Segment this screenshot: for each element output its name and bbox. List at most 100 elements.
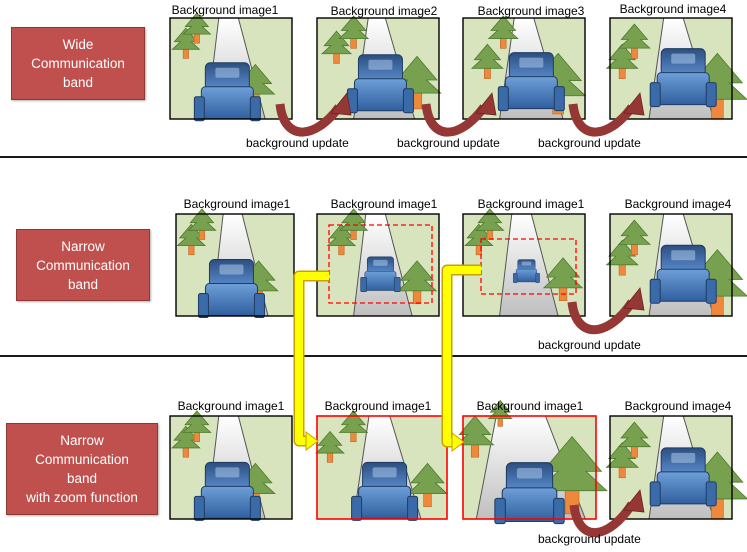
update-arrow-shaft: [567, 299, 636, 335]
frames-layer: [169, 12, 747, 525]
tree-trunk: [412, 289, 422, 305]
robot-visor: [671, 452, 696, 463]
tree-icon: [617, 219, 652, 256]
zoom-arrow-head: [305, 431, 319, 451]
zoom-arrow-shaft: [295, 272, 329, 445]
robot-visor: [215, 467, 240, 478]
robot-visor: [373, 259, 388, 266]
tree-trunk: [338, 244, 345, 256]
update-label: background update: [538, 532, 641, 546]
robot-wheel: [649, 481, 661, 507]
robot-wheel: [705, 82, 717, 108]
tree-trunk: [470, 443, 479, 458]
frame-title: Background image4: [624, 399, 732, 413]
robot-wheel: [553, 497, 565, 525]
background-frame: [605, 17, 747, 120]
robot-visor: [372, 467, 397, 478]
robot-wheel: [351, 495, 363, 521]
frame-title: Background image1: [477, 197, 585, 211]
robot-wheel: [249, 495, 261, 521]
divider-1: [0, 156, 747, 158]
robot-icon: [351, 461, 419, 521]
frame-border: [609, 17, 733, 120]
update-label: background update: [397, 136, 500, 150]
frame-border: [462, 17, 586, 120]
tree-icon: [470, 43, 504, 79]
robot-icon: [197, 259, 265, 319]
tree-crown: [617, 219, 652, 245]
robot-body: [200, 86, 254, 120]
robot-wheel: [402, 88, 414, 114]
tree-crown: [396, 260, 438, 292]
row-label-wide-text: Wide Communication band: [31, 37, 125, 90]
tree-crown: [487, 399, 513, 419]
tree-crown: [182, 12, 212, 35]
tree-crown: [487, 15, 519, 40]
robot-body: [358, 485, 412, 519]
robot-wheel: [494, 497, 506, 525]
robot-wheel: [553, 86, 565, 112]
tree-crown: [187, 208, 217, 231]
robot-icon: [649, 244, 717, 304]
update-arrow-shaft: [568, 103, 636, 137]
divider-2: [0, 355, 747, 357]
update-label: background update: [538, 136, 641, 150]
robot-wheel: [193, 495, 205, 521]
background-frame: [462, 15, 587, 120]
robot-visor: [219, 264, 244, 275]
zoom-region-box: [328, 224, 433, 304]
robot-wheel: [197, 293, 209, 319]
background-frame: [169, 12, 293, 122]
frame-title: Background image2: [330, 4, 438, 18]
tree-crown: [320, 30, 353, 55]
robot-wheel: [535, 272, 540, 283]
robot-visor: [671, 53, 696, 64]
tree-icon: [320, 30, 353, 64]
robot-wheel: [393, 276, 401, 292]
zoom-transfer-arrow: [441, 264, 481, 452]
robot-visor: [671, 250, 696, 261]
tree-trunk: [618, 263, 626, 276]
tree-icon: [315, 430, 345, 463]
tree-icon: [181, 410, 212, 443]
tree-icon: [187, 208, 217, 240]
background-frame: [316, 15, 442, 120]
zoom-arrow-shaft: [443, 266, 481, 446]
tree-crown: [181, 410, 212, 433]
frame-title: Background image4: [619, 2, 727, 16]
tree-crown: [315, 430, 345, 454]
tree-trunk: [497, 417, 503, 427]
robot-body: [204, 283, 258, 317]
tree-trunk: [423, 492, 432, 507]
row-label-narrow-zoom-text: Narrow Communication band with zoom func…: [26, 433, 138, 505]
frame-title: Background image1: [330, 197, 438, 211]
tree-trunk: [486, 229, 493, 240]
tree-trunk: [350, 229, 357, 240]
background-frame: [316, 208, 440, 317]
frame-title: Background image4: [624, 197, 732, 211]
tree-trunk: [182, 447, 189, 458]
frame-title: Background image1: [476, 399, 584, 413]
tree-icon: [182, 12, 212, 44]
robot-visor: [516, 467, 543, 479]
tree-trunk: [630, 243, 638, 256]
robot-body: [353, 78, 407, 112]
tree-crown: [338, 410, 369, 433]
tree-icon: [617, 23, 651, 59]
update-arrow-head: [475, 92, 497, 116]
tree-trunk: [630, 445, 638, 458]
update-arrow-head: [330, 92, 352, 116]
robot-body: [656, 268, 710, 302]
frame-border: [316, 213, 440, 317]
row-dividers: [0, 156, 747, 357]
robot-body: [504, 76, 558, 110]
tree-trunk: [500, 37, 507, 49]
tree-crown: [407, 462, 448, 495]
tree-trunk: [618, 466, 626, 479]
frame-title: Background image1: [177, 399, 285, 413]
update-arrow: [568, 92, 645, 137]
robot-icon: [360, 256, 401, 292]
update-arrow-shaft: [421, 103, 488, 137]
frame-title: Background image1: [183, 197, 291, 211]
